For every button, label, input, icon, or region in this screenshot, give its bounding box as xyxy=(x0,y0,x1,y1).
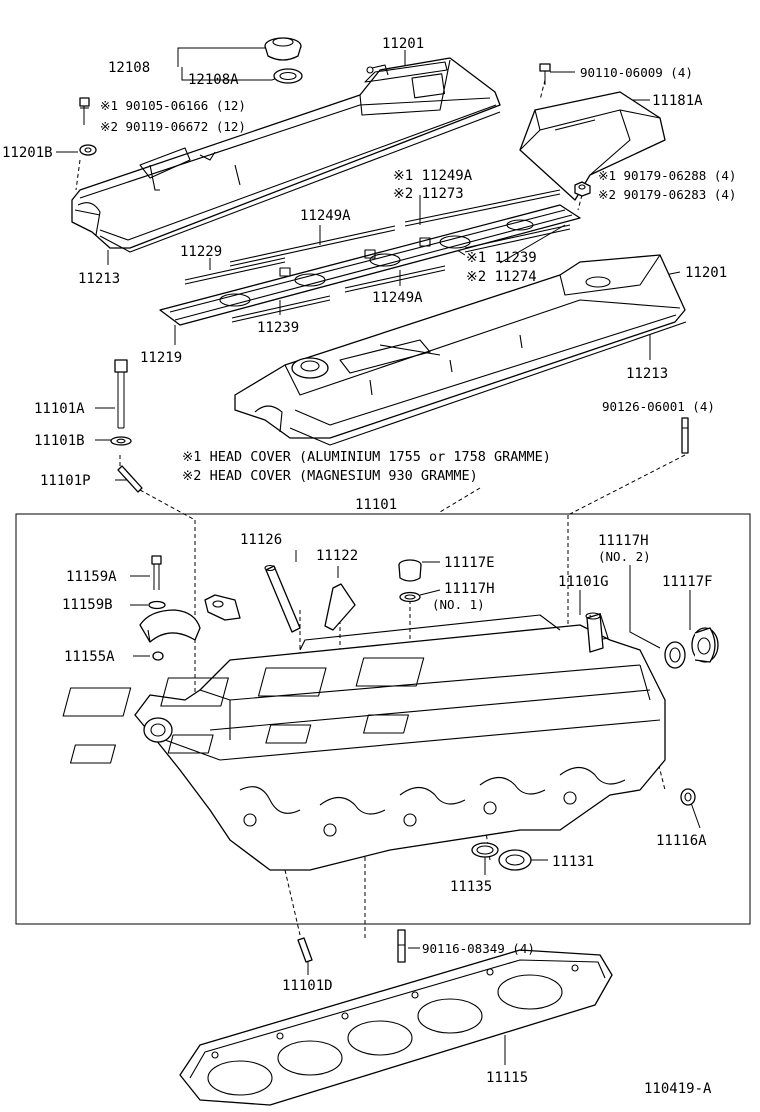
label-90179-1: ※1 90179-06288 (4) xyxy=(598,168,736,183)
label-11201B: 11201B xyxy=(2,145,53,161)
label-11117H-no1: 11117H xyxy=(444,581,495,597)
part-labels: 12108 12108A 11201 90110-06009 (4) 11181… xyxy=(2,36,736,1097)
cylinder-head-gasket xyxy=(179,949,613,1106)
sealing-plug xyxy=(691,627,719,663)
label-no2: (NO. 2) xyxy=(598,549,651,564)
head-bolt-washer xyxy=(110,436,132,446)
label-11101: 11101 xyxy=(355,497,397,513)
label-11101G: 11101G xyxy=(558,574,609,590)
label-11117E: 11117E xyxy=(444,555,495,571)
label-11117H-no2: 11117H xyxy=(598,533,649,549)
head-cover-right xyxy=(234,254,686,439)
straight-pin xyxy=(117,465,143,493)
camshaft-bearing-cap-2 xyxy=(204,594,241,621)
cylinder-head-group-box xyxy=(15,513,751,925)
label-11201-top: 11201 xyxy=(382,36,424,52)
label-90110: 90110-06009 (4) xyxy=(580,65,693,80)
spark-plug-cover xyxy=(519,91,666,201)
oil-seal xyxy=(680,788,696,806)
label-11159A: 11159A xyxy=(66,569,117,585)
label-11126: 11126 xyxy=(240,532,282,548)
filler-cap-gasket xyxy=(273,68,303,84)
label-90105: ※1 90105-06166 (12) xyxy=(100,98,246,113)
label-11115: 11115 xyxy=(486,1070,528,1086)
label-11181A: 11181A xyxy=(652,93,703,109)
valve-guide-exhaust xyxy=(324,583,356,631)
label-11122: 11122 xyxy=(316,548,358,564)
label-11219: 11219 xyxy=(140,350,182,366)
notes: ※1 HEAD COVER (ALUMINIUM 1755 or 1758 GR… xyxy=(182,449,551,484)
label-11155A: 11155A xyxy=(64,649,115,665)
label-211273: ※2 11273 xyxy=(393,186,464,202)
label-11159B: 11159B xyxy=(62,597,113,613)
figure-number: 110419-A xyxy=(644,1081,712,1097)
plug-tube-gaskets xyxy=(159,204,581,326)
label-11229: 11229 xyxy=(180,244,222,260)
cam-cap-bolt xyxy=(151,555,162,590)
plug-seal xyxy=(498,849,532,871)
strip-gaskets xyxy=(184,189,571,323)
head-cover-gasket-right xyxy=(289,321,687,446)
cover-nut xyxy=(574,181,591,197)
label-90126: 90126-06001 (4) xyxy=(602,399,715,414)
spark-plug-tube xyxy=(585,612,604,653)
manifold-stud xyxy=(397,929,406,963)
head-cover-gasket-left xyxy=(99,111,501,253)
seat-ring xyxy=(471,842,499,858)
label-11101P: 11101P xyxy=(40,473,91,489)
label-11239-b: 11239 xyxy=(257,320,299,336)
head-cover-bolt xyxy=(79,97,90,125)
cylinder-head xyxy=(62,612,666,871)
label-90119: ※2 90119-06672 (12) xyxy=(100,119,246,134)
label-no1: (NO. 1) xyxy=(432,597,485,612)
label-11117F: 11117F xyxy=(662,574,713,590)
valve-guide-intake xyxy=(264,564,301,633)
note-magnesium: ※2 HEAD COVER (MAGNESIUM 930 GRAMME) xyxy=(182,468,478,484)
label-11135: 11135 xyxy=(450,879,492,895)
label-11201-right: 11201 xyxy=(685,265,727,281)
label-11101A: 11101A xyxy=(34,401,85,417)
oil-filler-cap xyxy=(264,37,302,61)
label-90179-2: ※2 90179-06283 (4) xyxy=(598,187,736,202)
label-12108A: 12108A xyxy=(188,72,239,88)
label-11131: 11131 xyxy=(552,854,594,870)
hole-plug xyxy=(398,559,422,582)
label-111249A: ※1 11249A xyxy=(393,168,473,184)
ring-pin xyxy=(152,651,164,661)
label-11249A-a: 11249A xyxy=(300,208,351,224)
cam-cap-washer xyxy=(148,600,166,610)
plug-gasket-no2 xyxy=(664,641,686,669)
label-11116A: 11116A xyxy=(656,833,707,849)
label-12108: 12108 xyxy=(108,60,150,76)
note-aluminium: ※1 HEAD COVER (ALUMINIUM 1755 or 1758 GR… xyxy=(182,449,551,465)
cover-grommet xyxy=(79,144,97,156)
label-11101B: 11101B xyxy=(34,433,85,449)
label-11249A-b: 11249A xyxy=(372,290,423,306)
label-11239-a: ※1 11239 xyxy=(466,250,537,266)
heat-insulator-bolt xyxy=(539,63,551,85)
head-stud-d xyxy=(297,937,313,963)
head-cover-left xyxy=(71,57,501,249)
label-90116: 90116-08349 (4) xyxy=(422,941,535,956)
plug-gasket-no1 xyxy=(399,591,421,603)
label-11213-left: 11213 xyxy=(78,271,120,287)
label-11101D: 11101D xyxy=(282,978,333,994)
camshaft-bearing-cap xyxy=(139,609,201,643)
label-11213-right: 11213 xyxy=(626,366,668,382)
cover-stud xyxy=(681,417,689,454)
label-11274: ※2 11274 xyxy=(466,269,537,285)
head-bolt xyxy=(114,359,128,429)
